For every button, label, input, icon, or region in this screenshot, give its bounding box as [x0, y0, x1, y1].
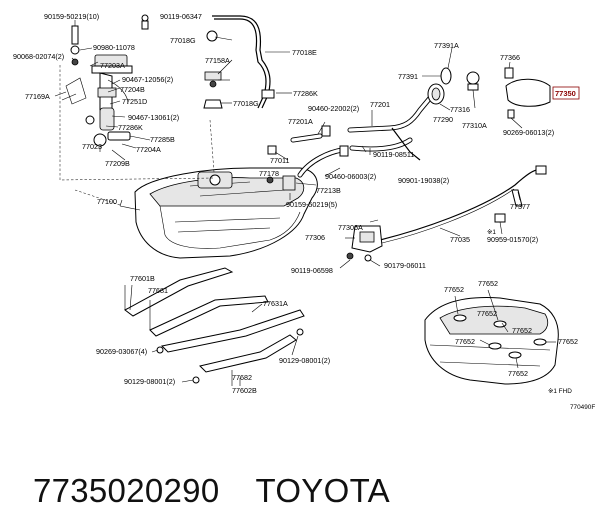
label-77035: 77035 — [450, 235, 470, 244]
label-77169a: 77169A — [25, 92, 50, 101]
label-77310a: 77310A — [462, 121, 487, 130]
label-77652-e: 77652 — [455, 337, 475, 346]
hose-assembly — [266, 121, 367, 200]
label-77023: 77023 — [82, 142, 102, 151]
label-77377: 77377 — [510, 202, 530, 211]
label-77652-d: 77652 — [512, 326, 532, 335]
label-77011: 77011 — [270, 156, 289, 165]
label-77391: 77391 — [398, 72, 418, 81]
label-90129-08001-b: 90129-08001(2) — [124, 377, 175, 386]
label-90129-08001-a: 90129-08001(2) — [279, 356, 330, 365]
label-90119-08511: 90119-08511 — [373, 150, 414, 159]
label-77201: 77201 — [370, 100, 390, 109]
label-77286k-b: 77286K — [293, 89, 318, 98]
label-77201a: 77201A — [288, 117, 313, 126]
label-77652-b: 77652 — [478, 279, 498, 288]
label-90460-06003: 90460-06003(2) — [325, 172, 376, 181]
label-90460-22002: 90460-22002(2) — [308, 104, 359, 113]
label-90467-12056: 90467-12056(2) — [122, 75, 173, 84]
label-90119-06598: 90119-06598 — [291, 266, 333, 275]
label-77286k-a: 77286K — [118, 123, 143, 132]
label-77316: 77316 — [450, 105, 470, 114]
label-77306a: 77306A — [338, 223, 363, 232]
diagram-reference: 770490F — [570, 404, 595, 411]
label-77209b: 77209B — [105, 159, 130, 168]
label-77018e: 77018E — [292, 48, 317, 57]
label-90159-50219-10: 90159-50219(10) — [44, 12, 99, 21]
label-77652-c: 77652 — [477, 309, 497, 318]
part-labels: 90159-50219(10) 90119-06347 90980-11078 … — [13, 12, 595, 411]
label-77306: 77306 — [305, 233, 325, 242]
label-77391a: 77391A — [434, 41, 459, 50]
label-77251d: 77251D — [122, 97, 147, 106]
parts-diagram: 90159-50219(10) 90119-06347 90980-11078 … — [13, 12, 595, 411]
label-77682: 77682 — [232, 373, 252, 382]
label-77204a: 77204A — [136, 145, 161, 154]
label-77178: 77178 — [259, 169, 279, 178]
label-77631a: 77631A — [263, 299, 288, 308]
label-77100: 77100 — [97, 197, 117, 206]
label-x1-marker: ※1 — [487, 229, 496, 236]
part-number: 7735020290 — [32, 472, 220, 509]
label-77652-g: 77652 — [508, 369, 528, 378]
label-77602b: 77602B — [232, 386, 257, 395]
label-90467-13061: 90467-13061(2) — [128, 113, 179, 122]
label-77285b: 77285B — [150, 135, 175, 144]
label-90119-06347: 90119-06347 — [160, 12, 202, 21]
label-77018g-b: 77018G — [233, 99, 259, 108]
label-90269-03067: 90269-03067(4) — [96, 347, 147, 356]
label-77366: 77366 — [500, 53, 520, 62]
label-90269-06013: 90269-06013(2) — [503, 128, 554, 137]
tank-straps — [124, 267, 305, 386]
lid-opener-cable — [339, 165, 547, 269]
label-90959-01570: 90959-01570(2) — [487, 235, 538, 244]
highlight-box-77350 — [552, 86, 580, 100]
filler-pipe-assembly — [347, 47, 551, 161]
fhd-note: ※1 FHD — [548, 388, 572, 395]
leader-lines-pump — [54, 20, 151, 161]
brand-name: TOYOTA — [255, 472, 390, 509]
label-77018g-a: 77018G — [170, 36, 196, 45]
tank-protector-illustration — [424, 289, 559, 385]
part-caption: 7735020290 TOYOTA — [14, 434, 390, 509]
label-90179-06011: 90179-06011 — [384, 261, 426, 270]
label-77350[interactable]: 77350 — [555, 89, 576, 98]
label-90901-19038: 90901-19038(2) — [398, 176, 449, 185]
label-77601b: 77601B — [130, 274, 155, 283]
label-77158a: 77158A — [205, 56, 230, 65]
label-77203a: 77203A — [100, 61, 125, 70]
label-90980-11078: 90980-11078 — [93, 43, 135, 52]
label-77681: 77681 — [148, 286, 168, 295]
label-77213b: 77213B — [316, 186, 341, 195]
fuel-pump-assembly — [61, 14, 149, 147]
label-77652-f: 77652 — [558, 337, 578, 346]
label-90159-50219-5: 90159-50219(5) — [286, 200, 337, 209]
label-90068-02074: 90068-02074(2) — [13, 52, 64, 61]
fuel-tank-illustration — [119, 167, 318, 259]
label-77652-a: 77652 — [444, 285, 464, 294]
vent-tube-assembly — [203, 15, 292, 109]
label-77204b: 77204B — [120, 85, 145, 94]
label-77290: 77290 — [433, 115, 453, 124]
